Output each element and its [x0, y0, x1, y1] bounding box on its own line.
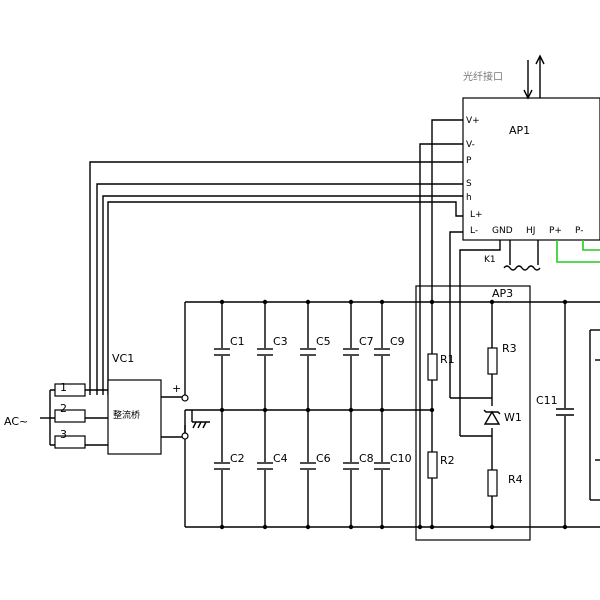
capacitor-c7-label: C7: [359, 335, 374, 348]
capacitor-c7: [343, 348, 359, 356]
ap1-pin-lplus: L+: [470, 210, 483, 220]
ap1-pin-pplus: P+: [549, 226, 562, 236]
capacitor-c2: [214, 462, 230, 470]
capacitor-c8-label: C8: [359, 452, 374, 465]
fuse-2-label: 2: [60, 402, 67, 415]
ap1-pin-gnd: GND: [492, 226, 513, 236]
ac-input-label: AC~: [4, 415, 28, 428]
resistor-r1: [427, 353, 438, 381]
rectifier-plus-label: +: [172, 382, 181, 395]
capacitor-c11-label: C11: [536, 394, 558, 407]
capacitor-c3: [257, 348, 273, 356]
resistor-r3: [487, 347, 498, 375]
capacitor-c3-label: C3: [273, 335, 288, 348]
ap1-label: AP1: [509, 124, 530, 137]
capacitor-c10: [374, 462, 390, 470]
capacitor-c9-label: C9: [390, 335, 405, 348]
capacitor-c10-label: C10: [390, 452, 412, 465]
fuse-1: [54, 383, 86, 397]
ap1-pin-vminus: V-: [466, 140, 475, 150]
ap3-internal-wiring: [419, 300, 493, 527]
ap1-pin-p: P: [466, 156, 472, 166]
junction-dots: [219, 299, 568, 530]
ap1-pin-pminus: P-: [575, 226, 583, 236]
fuse-3-label: 3: [60, 428, 67, 441]
ap1-pin-hj: HJ: [526, 226, 535, 236]
ap1-pin-s: S: [466, 179, 472, 189]
resistor-r2-label: R2: [440, 454, 455, 467]
capacitor-c1-label: C1: [230, 335, 245, 348]
fuse-1-label: 1: [60, 381, 67, 394]
ap3-module: [415, 285, 531, 541]
ap1-pin-h: h: [466, 193, 472, 203]
relay-k1-label: K1: [484, 255, 496, 265]
resistor-r4: [487, 469, 498, 497]
rectifier-vc1-label: VC1: [112, 352, 134, 365]
fuse-2: [54, 409, 86, 423]
ap1-pin-lminus: L-: [470, 226, 478, 236]
signal-wires: [89, 119, 501, 395]
fiber-arrows: [523, 54, 545, 100]
capacitor-c9: [374, 348, 390, 356]
resistor-r4-label: R4: [508, 473, 523, 486]
right-edge-component: [589, 329, 600, 501]
capacitor-c4-label: C4: [273, 452, 288, 465]
resistor-r3-label: R3: [502, 342, 517, 355]
ap1-pin-vplus: V+: [466, 116, 480, 126]
capacitor-c6-label: C6: [316, 452, 331, 465]
capacitor-c2-label: C2: [230, 452, 245, 465]
capacitor-c5-label: C5: [316, 335, 331, 348]
capacitor-c11: [556, 302, 574, 527]
capacitor-c8: [343, 462, 359, 470]
ap3-label: AP3: [492, 287, 513, 300]
capacitor-c4: [257, 462, 273, 470]
rectifier-output-wiring: [161, 394, 210, 440]
power-buses: [184, 301, 600, 528]
resistor-r2: [427, 451, 438, 479]
relay-k1: [503, 240, 541, 271]
fiber-interface-label: 光纤接口: [463, 70, 503, 83]
green-wires: [556, 240, 600, 263]
rectifier-body-label: 整流桥: [113, 409, 140, 421]
rectifier-vc1: [107, 379, 162, 455]
resistor-r1-label: R1: [440, 353, 455, 366]
capacitor-c5: [300, 348, 316, 356]
capacitor-bank: [221, 302, 383, 527]
ap1-module: [462, 97, 600, 241]
capacitor-c6: [300, 462, 316, 470]
zener-diode-w1: [483, 406, 501, 428]
fuse-3: [54, 435, 86, 449]
zener-diode-w1-label: W1: [504, 411, 522, 424]
capacitor-c1: [214, 348, 230, 356]
